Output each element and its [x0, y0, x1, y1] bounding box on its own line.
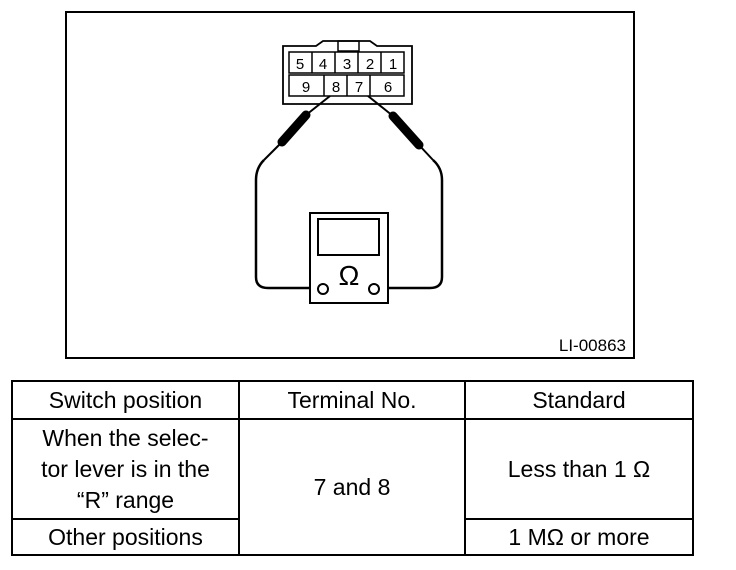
header-terminal-no: Terminal No. — [238, 380, 466, 420]
connector: 5 4 3 2 1 9 8 7 6 — [282, 40, 413, 105]
ohmmeter-display — [317, 218, 380, 256]
left-lead-wire — [254, 159, 318, 290]
pin-label-3: 3 — [343, 56, 351, 73]
connector-latch — [337, 40, 360, 52]
cell-switch-position: When the selec- tor lever is in the “R” … — [11, 418, 240, 520]
ohm-symbol: Ω — [339, 260, 360, 291]
pin-label-7: 7 — [355, 79, 363, 96]
circuit-figure: 5 4 3 2 1 9 8 7 6 Ω LI-00863 — [65, 11, 635, 359]
pin-label-4: 4 — [319, 56, 327, 73]
pin-label-2: 2 — [366, 56, 374, 73]
pin-label-9: 9 — [302, 79, 310, 96]
right-lead-wire — [379, 159, 444, 290]
cell-standard: 1 MΩ or more — [464, 518, 694, 556]
cell-standard: Less than 1 Ω — [464, 418, 694, 520]
ohmmeter-terminal-right — [368, 283, 380, 295]
pin-label-1: 1 — [389, 56, 397, 73]
connector-top-row — [288, 51, 405, 74]
table-header-row: Switch position Terminal No. Standard — [11, 380, 694, 420]
cell-terminal-no: 7 and 8 — [238, 418, 466, 556]
cell-switch-position: Other positions — [11, 518, 240, 556]
ohmmeter: Ω — [309, 212, 389, 304]
figure-id: LI-00863 — [559, 336, 626, 355]
spec-table: Switch position Terminal No. Standard Wh… — [11, 380, 694, 556]
header-switch-position: Switch position — [11, 380, 240, 420]
table-row: When the selec- tor lever is in the “R” … — [11, 418, 694, 556]
pin-label-8: 8 — [332, 79, 340, 96]
ohmmeter-terminal-left — [317, 283, 329, 295]
pin-label-5: 5 — [296, 56, 304, 73]
header-standard: Standard — [464, 380, 694, 420]
left-probe — [254, 95, 331, 290]
table-row: Other positions 1 MΩ or more — [11, 518, 694, 556]
right-probe — [367, 95, 444, 290]
figure-frame — [65, 11, 635, 359]
pin-label-6: 6 — [384, 79, 392, 96]
